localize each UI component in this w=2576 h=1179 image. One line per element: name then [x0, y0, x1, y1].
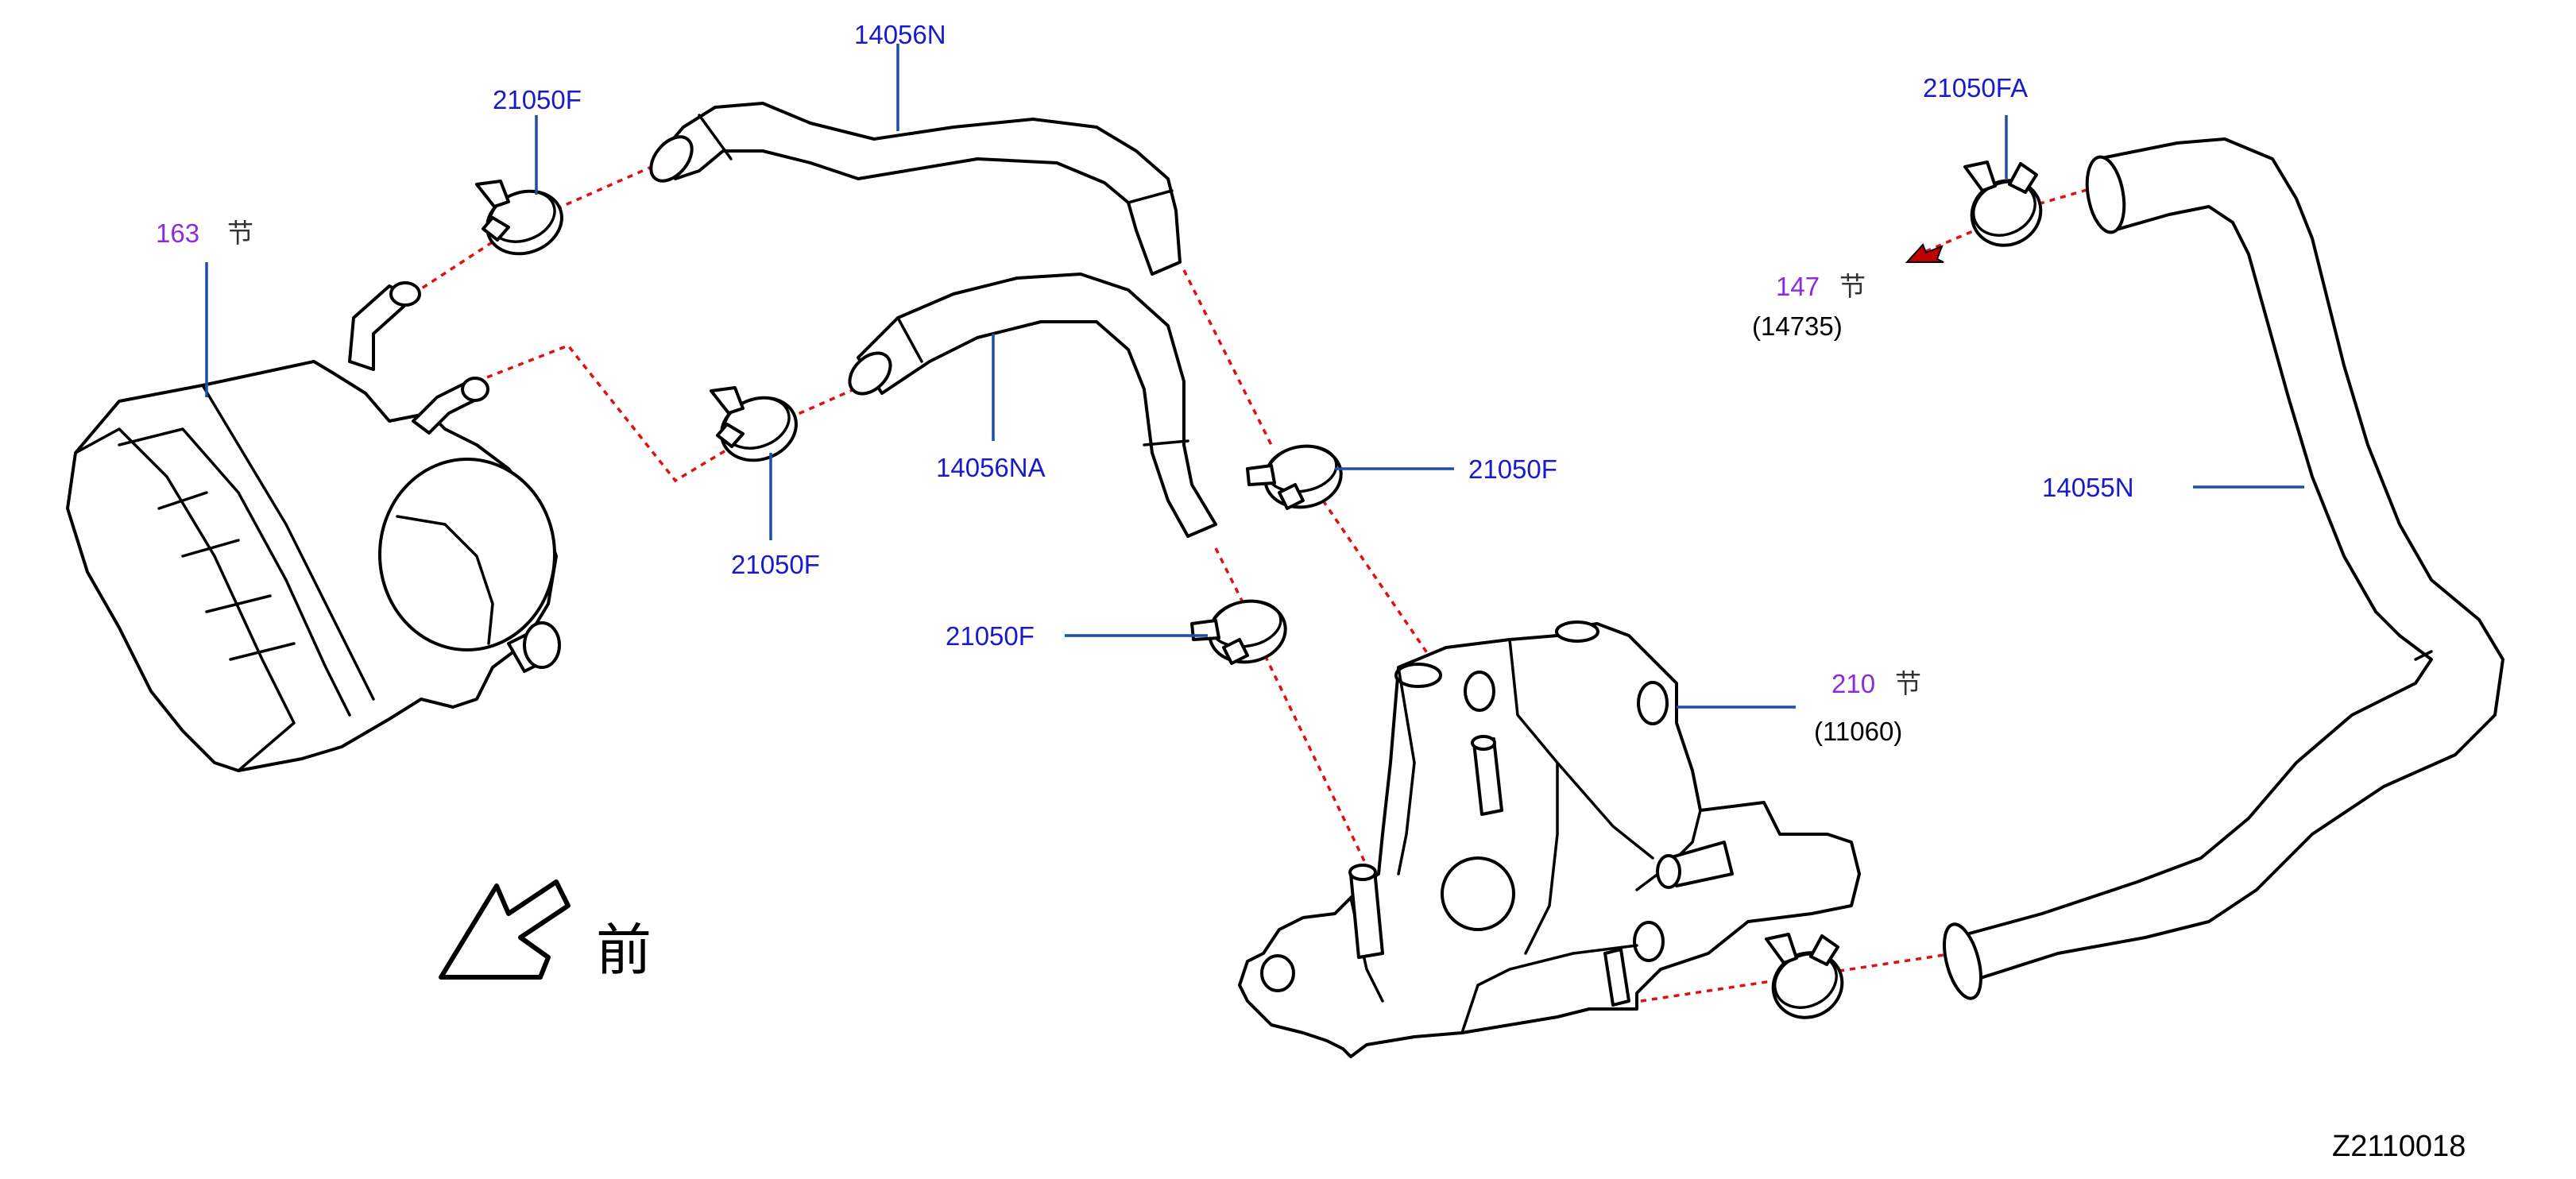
hose-upper-end-left: [649, 135, 694, 183]
housing-nipple-b-end: [1348, 864, 1377, 881]
label-section-147-suffix: 节: [1839, 271, 1866, 302]
throttle-body-panel-left: [74, 427, 296, 772]
label-hose-upper[interactable]: 14056N: [854, 20, 946, 49]
clamp-top-right: [1963, 160, 2043, 247]
housing-boss-d: [1260, 954, 1295, 992]
clamp-bottom-right: [1765, 933, 1844, 1019]
hose-upper: [649, 102, 1182, 276]
label-section-163-ref[interactable]: 163: [156, 218, 199, 248]
clamp-throttle-lower: [710, 386, 798, 462]
clamp-mid-left: [1190, 599, 1287, 665]
dash-clamp-to-housing-a: [1321, 500, 1487, 740]
hose-right-kink: [2414, 650, 2433, 661]
throttle-nipple-upper-end: [389, 281, 421, 307]
throttle-nipple-lower-end: [461, 377, 489, 402]
clamp-throttle-top: [475, 180, 563, 256]
water-outlet-housing: [1238, 620, 1861, 1058]
throttle-bore: [378, 458, 556, 651]
hose-right-end-bottom: [1943, 922, 1982, 1000]
housing-boss-c: [1633, 921, 1665, 962]
label-clamp-throttle-top[interactable]: 21050F: [493, 85, 582, 114]
leader-lines: [205, 44, 2304, 709]
clamp-mid-right: [1246, 444, 1343, 510]
throttle-body-ribs: [157, 491, 296, 661]
hose-lower-body: [857, 273, 1217, 538]
hose-right-end-top: [2085, 155, 2126, 234]
throttle-side-pipe-end: [523, 621, 561, 669]
housing-boss-a: [1464, 671, 1495, 712]
housing-port-top-left: [1394, 663, 1442, 688]
hose-lower-end-left: [848, 351, 892, 396]
throttle-body-panel-inner: [118, 427, 351, 717]
label-clamp-mid-left[interactable]: 21050F: [946, 621, 1035, 651]
dash-lower-hose-to-clamp: [1214, 547, 1257, 628]
label-clamp-throttle-lower[interactable]: 21050F: [731, 550, 820, 579]
hose-right: [1943, 137, 2504, 1000]
label-section-147-code: (14735): [1752, 311, 1843, 341]
label-clamp-mid-right[interactable]: 21050F: [1468, 454, 1557, 484]
front-indicator: 前: [439, 879, 652, 983]
label-section-147-ref[interactable]: 147: [1776, 272, 1820, 301]
hose-lower-bands: [896, 316, 1189, 446]
throttle-body: [66, 281, 561, 772]
housing-right-pipe-end: [1656, 854, 1681, 889]
dash-upper-hose-to-clamp: [1182, 269, 1273, 446]
label-section-210-ref[interactable]: 210: [1831, 669, 1875, 698]
housing-body: [1238, 622, 1861, 1058]
label-section-210-suffix: 节: [1895, 668, 1921, 699]
label-section-163-suffix: 节: [227, 218, 253, 249]
label-section-210-code: (11060): [1814, 717, 1902, 746]
direction-arrow-icon: [1905, 243, 1944, 263]
housing-port-top-right: [1555, 620, 1599, 643]
throttle-plate: [396, 515, 494, 645]
diagram-code: Z2110018: [2332, 1130, 2466, 1163]
throttle-body-edge: [201, 384, 375, 701]
hose-upper-bands: [698, 114, 1174, 204]
hose-upper-body: [658, 102, 1182, 276]
housing-boss-b: [1637, 681, 1669, 725]
dash-clamp-to-housing-b: [1254, 635, 1368, 867]
housing-thermo-bore: [1441, 856, 1515, 931]
front-arrow-icon: [439, 879, 571, 980]
housing-outlet-pipe: [1603, 948, 1630, 1007]
dash-throttle-to-clamp-lower: [476, 343, 855, 483]
hose-lower: [848, 273, 1217, 538]
housing-nipple-a-end: [1471, 735, 1496, 751]
front-label: 前: [596, 918, 652, 983]
label-hose-right[interactable]: 14055N: [2042, 473, 2134, 502]
label-clamp-top-right[interactable]: 21050FA: [1923, 73, 2028, 102]
label-hose-lower[interactable]: 14056NA: [936, 453, 1046, 482]
throttle-housing: [66, 360, 558, 772]
hose-right-body: [1953, 137, 2504, 983]
